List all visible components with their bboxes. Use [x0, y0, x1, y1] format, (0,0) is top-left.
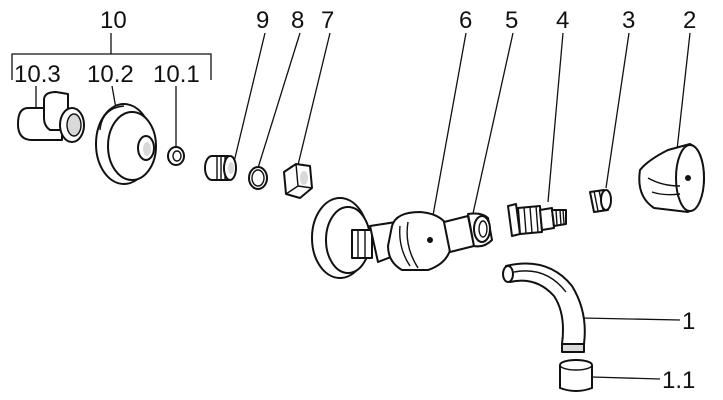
label-10-3: 10.3 — [14, 61, 61, 88]
label-3: 3 — [622, 7, 635, 34]
part-8-o-ring — [248, 166, 268, 190]
label-10-1: 10.1 — [153, 61, 200, 88]
label-5: 5 — [505, 7, 518, 34]
label-2: 2 — [683, 7, 696, 34]
label-4: 4 — [556, 7, 569, 34]
label-8: 8 — [291, 7, 304, 34]
part-6-valve-body — [311, 197, 493, 279]
part-10-1-washer — [167, 146, 185, 166]
label-7: 7 — [321, 7, 334, 34]
label-9: 9 — [256, 7, 269, 34]
part-1-spout — [502, 262, 586, 353]
part-10-3-elbow-connector — [17, 91, 85, 143]
part-5-outlet-port — [473, 215, 491, 243]
label-1-1: 1.1 — [662, 367, 695, 394]
part-1-1-aerator — [559, 359, 593, 392]
part-9-threaded-nipple — [204, 155, 237, 181]
label-10: 10 — [100, 7, 127, 34]
label-1: 1 — [682, 308, 695, 335]
part-7-hex-nut — [283, 163, 313, 199]
label-10-2: 10.2 — [87, 61, 134, 88]
part-2-handle — [638, 143, 705, 213]
leader-lines — [35, 32, 691, 380]
group-bracket-10 — [11, 33, 212, 80]
part-3-spline-adapter — [589, 189, 612, 213]
label-6: 6 — [459, 7, 472, 34]
part-10-2-rosette — [95, 103, 157, 185]
part-4-cartridge — [507, 203, 567, 237]
